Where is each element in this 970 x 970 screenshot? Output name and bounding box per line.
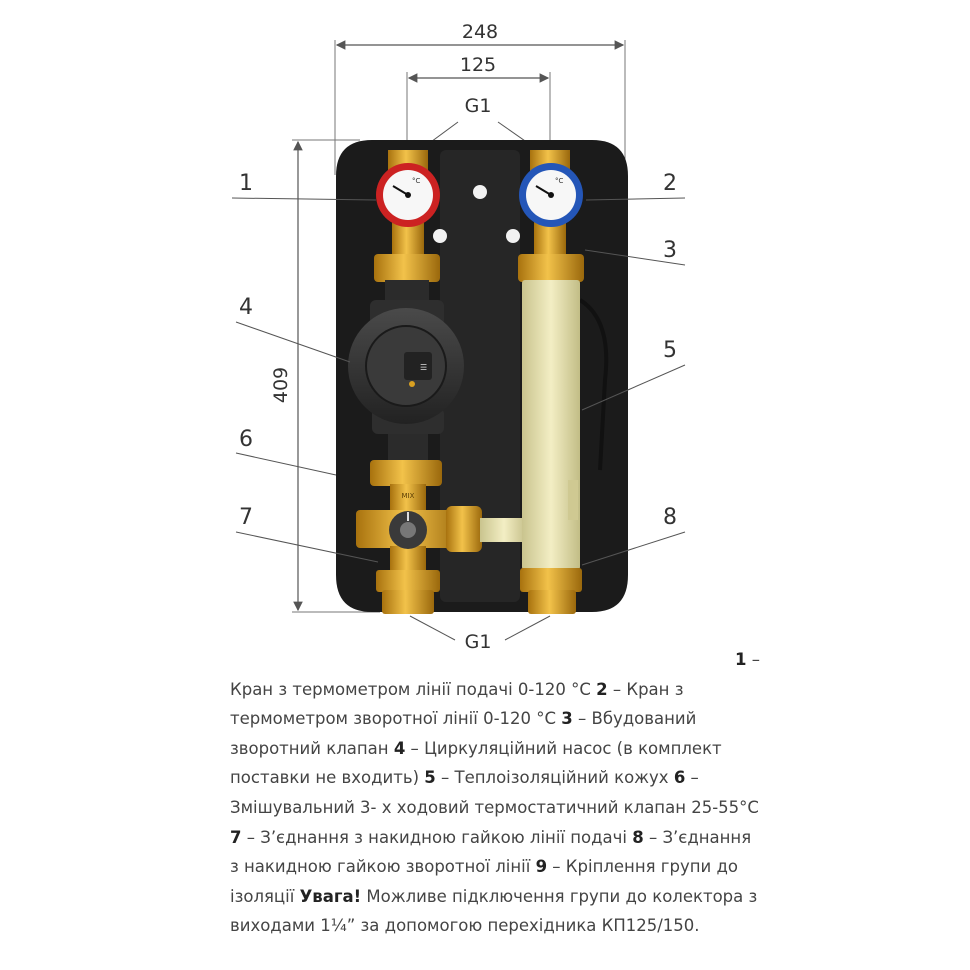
valve-mix-mark: MIX [402, 492, 415, 500]
legend-num: 5 [424, 768, 436, 788]
legend-sep: – [746, 650, 760, 669]
legend-sep: – [607, 679, 627, 699]
callout-2: 2 [585, 171, 686, 201]
pump-group-diagram: 248 125 G1 409 MIX [231, 21, 686, 650]
callout-5: 5 [581, 338, 686, 411]
thread-bottom-label: G1 [465, 631, 492, 650]
legend-text: Кран з термометром лінії подачі 0-120 °С [230, 679, 591, 699]
warning-text: Можливе підключення групи до колектора з… [230, 886, 758, 936]
legend-text: З’єднання з накидною гайкою зворотної лі… [230, 827, 752, 877]
legend-num: 6 [673, 768, 686, 788]
warning-label: Увага! [299, 886, 362, 906]
callout-label-2: 2 [663, 171, 677, 196]
dimension-inner-width: 125 [406, 54, 551, 150]
callout-4: 4 [235, 295, 351, 363]
circulation-pump-icon: ☰ [348, 300, 464, 434]
legend-num: 2 [596, 679, 608, 699]
callout-3: 3 [584, 238, 686, 266]
insulation-cover [522, 280, 580, 570]
bypass-pipe [480, 518, 528, 542]
mount-hole-icon [433, 229, 447, 243]
dim-overall-width-label: 248 [462, 21, 498, 43]
dim-height-label: 409 [270, 367, 292, 403]
thread-top-label: G1 [465, 95, 492, 117]
supply-thermometer-icon: °C [376, 163, 440, 227]
callout-label-5: 5 [663, 338, 677, 363]
mixing-valve-knob-icon [389, 511, 427, 549]
legend-sep: – [547, 857, 566, 877]
legend-text: Вбудований зворотний клапан [230, 709, 697, 758]
thread-bottom-annotation: G1 [409, 615, 551, 650]
legend-num: 1 [735, 650, 747, 669]
legend-sep: – [405, 738, 425, 758]
gauge-unit-left: °C [412, 177, 421, 185]
callout-8: 8 [581, 505, 686, 566]
legend-text: Кран з термометром зворотної лінії 0-120… [230, 679, 684, 729]
callout-label-4: 4 [239, 295, 253, 320]
legend-num: 9 [535, 857, 548, 877]
return-thermometer-icon: °C [519, 163, 583, 227]
gauge-unit-right: °C [555, 177, 564, 185]
callout-7: 7 [235, 505, 379, 563]
legend-sep: – [241, 827, 261, 847]
legend-text: Змішувальний 3- х ходовий термостатичний… [230, 797, 759, 817]
legend-sep: – [435, 768, 455, 788]
legend-text: Кріплення групи до ізоляції [230, 857, 738, 906]
dimension-height: 409 [270, 139, 380, 613]
legend-num: 3 [561, 709, 573, 729]
mount-hole-icon [506, 229, 520, 243]
legend-num: 7 [230, 827, 242, 847]
legend-text: Циркуляційний насос (в комплект поставки… [230, 738, 722, 788]
legend-num: 8 [632, 827, 644, 847]
callout-label-1: 1 [239, 171, 253, 196]
svg-text:☰: ☰ [420, 363, 427, 372]
callout-label-7: 7 [239, 505, 253, 530]
callout-label-6: 6 [239, 427, 253, 452]
callout-1: 1 [231, 171, 377, 201]
legend-sep: – [572, 709, 592, 729]
dim-inner-width-label: 125 [460, 54, 496, 76]
parts-legend: 1 – Кран з термометром лінії подачі 0-12… [230, 645, 760, 941]
callout-6: 6 [235, 427, 337, 476]
legend-text: Теплоізоляційний кожух [454, 768, 669, 788]
callout-label-3: 3 [663, 238, 677, 263]
legend-num: 4 [393, 738, 406, 758]
dimension-overall-width: 248 [334, 21, 626, 195]
legend-text: З’єднання з накидною гайкою лінії подачі [260, 827, 627, 847]
legend-sep: – [685, 768, 699, 788]
callout-label-8: 8 [663, 505, 677, 530]
mount-hole-icon [473, 185, 487, 199]
legend-sep: – [643, 827, 663, 847]
